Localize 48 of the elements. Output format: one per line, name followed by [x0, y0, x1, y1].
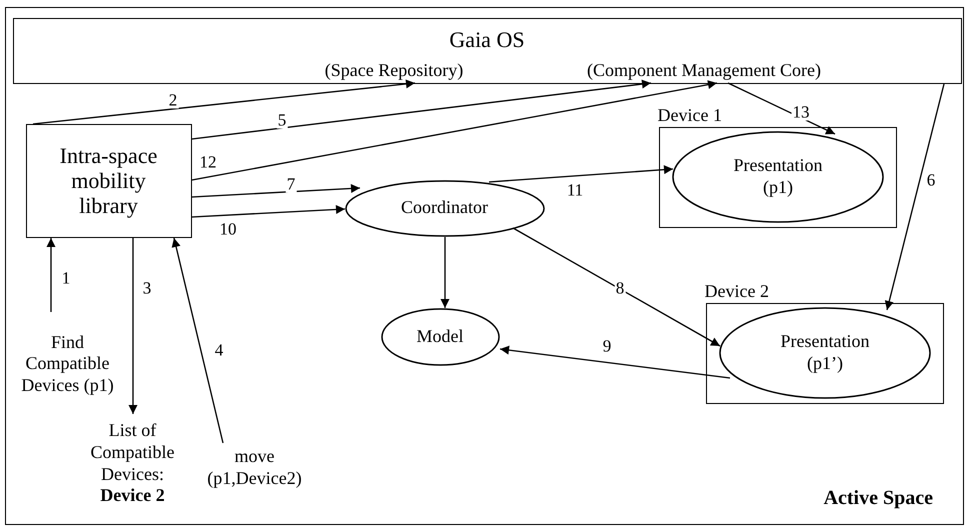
edge-label: 2	[168, 92, 178, 108]
ellipse-node	[719, 307, 931, 399]
edge-label: 8	[614, 280, 626, 296]
active-space-boundary	[5, 7, 964, 525]
component-label: (Space Repository)	[324, 60, 464, 82]
ellipse-node	[344, 180, 544, 236]
boundary-title: Active Space	[824, 486, 933, 510]
arrow	[884, 84, 945, 310]
ellipse-node	[672, 131, 884, 223]
os-box	[12, 18, 962, 84]
edge-label: 9	[602, 338, 612, 354]
arrow	[440, 237, 450, 308]
ellipse-node	[380, 308, 500, 366]
edge-label: 5	[276, 112, 288, 128]
arrow	[728, 82, 836, 135]
edge-label: 6	[926, 172, 936, 188]
step-text: move (p1,Device2)	[206, 446, 303, 490]
node-label: Presentation (p1’)	[780, 331, 870, 375]
edge-label: 4	[214, 342, 224, 358]
node-label: Intra-space mobility library	[58, 142, 158, 218]
arrow	[46, 238, 56, 312]
arrow	[192, 184, 360, 198]
node-label: Presentation (p1)	[732, 155, 824, 199]
os-title: Gaia OS	[448, 26, 526, 53]
arrow	[192, 80, 652, 140]
edge-label: 12	[198, 154, 218, 170]
edge-label: 10	[218, 220, 238, 238]
arrow	[500, 346, 730, 379]
component-label: (Component Management Core)	[587, 60, 821, 82]
step-text: Find Compatible Devices (p1)	[20, 332, 115, 396]
arrow	[128, 238, 138, 414]
arrow	[192, 204, 346, 218]
result-text: List of Compatible Devices: Device 2	[90, 420, 176, 507]
process-box	[26, 124, 192, 238]
device-title: Device 1	[658, 104, 722, 126]
arrow	[512, 227, 720, 347]
arrow	[192, 80, 718, 181]
device-title: Device 2	[704, 280, 769, 302]
edge-label: 7	[286, 176, 296, 192]
arrow	[488, 165, 674, 183]
edge-label: 13	[792, 104, 810, 120]
edge-label: 1	[60, 270, 72, 286]
arrow	[32, 79, 416, 125]
node-label: Coordinator	[401, 197, 488, 219]
edge-label: 11	[566, 182, 584, 198]
arrow	[172, 238, 224, 444]
node-label: Model	[416, 326, 464, 348]
edge-label: 3	[142, 280, 152, 296]
